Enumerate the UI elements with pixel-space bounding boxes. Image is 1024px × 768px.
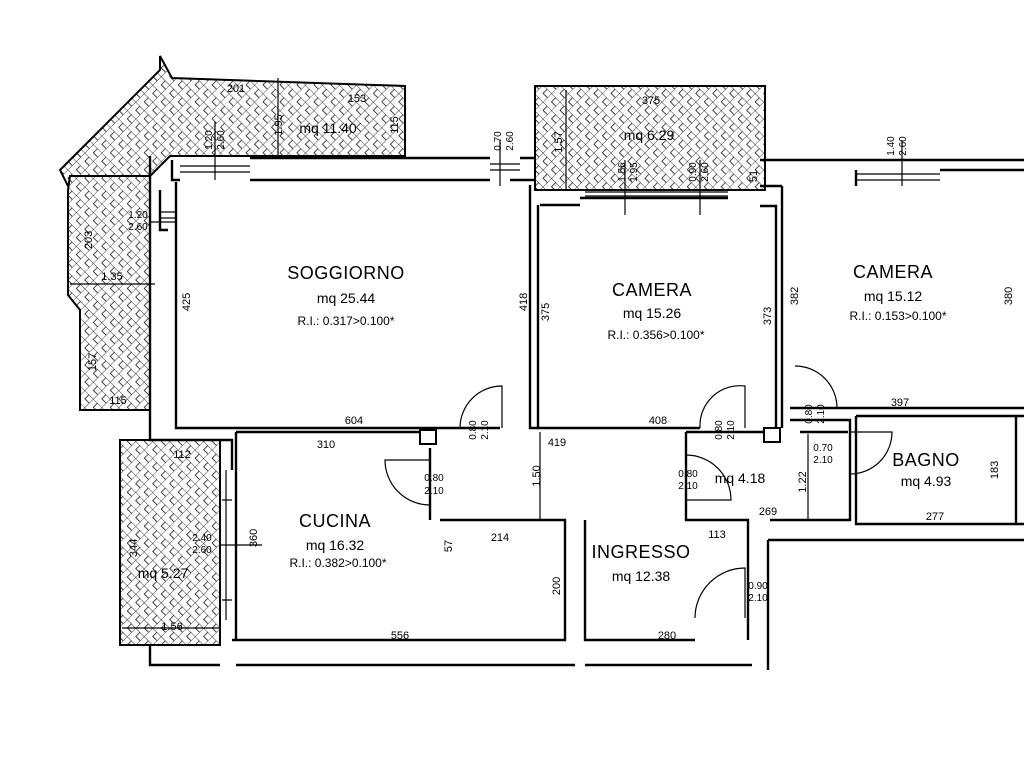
dim-382: 382 (789, 287, 801, 305)
dim-203: 203 (83, 231, 95, 249)
dim-375-top: 375 (642, 95, 660, 107)
terrace1-area: mq 11.40 (299, 120, 357, 136)
cucina-area: mq 16.32 (306, 537, 365, 553)
dim-360: 360 (248, 529, 260, 547)
window-1-height: 2.60 (216, 130, 227, 150)
ingresso-name: INGRESSO (591, 542, 690, 562)
dim-153: 153 (348, 93, 366, 105)
soggiorno-area: mq 25.44 (317, 290, 376, 306)
dimension-lines (70, 78, 903, 629)
dim-280: 280 (658, 630, 676, 642)
window-7-height: 2.60 (192, 545, 212, 556)
terrace-top-middle (534, 85, 766, 191)
dim-157: 1.57 (553, 131, 565, 152)
dim-112: 112 (173, 449, 191, 461)
door-2-size: 0.80 (424, 473, 444, 484)
window-3-height: 2.60 (128, 222, 148, 233)
dim-150: 1.50 (531, 465, 543, 486)
door-5-size: 0.80 (804, 404, 815, 424)
dim-269: 269 (759, 506, 777, 518)
dimension-labels: 201 153 115 1.95 375 1.57 203 1.35 157 1… (83, 83, 1015, 642)
camera2-ri: R.I.: 0.153>0.100* (849, 309, 946, 323)
window-2-height: 2.60 (505, 131, 516, 151)
windows (160, 163, 940, 620)
camera2-name: CAMERA (853, 262, 933, 282)
dim-408: 408 (649, 415, 667, 427)
window-4-size: 1.56 (617, 162, 628, 182)
camera1-ri: R.I.: 0.356>0.100* (607, 328, 704, 342)
dim-122: 1.22 (797, 471, 809, 492)
dim-214: 214 (491, 532, 509, 544)
dim-344: 344 (128, 539, 140, 557)
window-1-size: 1.20 (204, 130, 215, 150)
dim-397: 397 (891, 397, 909, 409)
camera1-area: mq 15.26 (623, 305, 682, 321)
door-2-height: 2.10 (424, 486, 444, 497)
door-1-size: 0.80 (468, 420, 479, 440)
dim-556: 556 (391, 630, 409, 642)
dim-277: 277 (926, 511, 944, 523)
bagno-area: mq 4.93 (901, 473, 952, 489)
dim-113: 113 (708, 529, 726, 541)
window-5-size: 0.90 (688, 162, 699, 182)
dim-375: 375 (540, 303, 552, 321)
door-5-height: 2.10 (816, 404, 827, 424)
dim-419: 419 (548, 437, 566, 449)
door-7-size: 0.90 (748, 581, 768, 592)
window-5-height: 2.60 (700, 162, 711, 182)
dim-310: 310 (317, 439, 335, 451)
dim-57: 57 (443, 540, 455, 552)
dim-201: 201 (227, 83, 245, 95)
terrace2-area: mq 6.29 (624, 127, 675, 143)
dim-115-left: 115 (109, 395, 127, 407)
door-7-height: 2.10 (748, 593, 768, 604)
window-4-height: 1.95 (629, 162, 640, 182)
doors (384, 365, 893, 619)
window-6-size: 1.40 (886, 136, 897, 156)
soggiorno-ri: R.I.: 0.317>0.100* (297, 314, 394, 328)
dim-115-top: 115 (389, 116, 401, 134)
opening-labels: 1.20 2.60 0.70 2.60 1.20 2.60 1.56 1.95 … (128, 130, 909, 604)
window-6-height: 2.60 (898, 136, 909, 156)
dim-373: 373 (762, 307, 774, 325)
dim-425: 425 (181, 293, 193, 311)
ingresso-area: mq 12.38 (612, 568, 671, 584)
dim-380: 380 (1003, 287, 1015, 305)
dim-135: 1.35 (101, 271, 122, 283)
disimpegno-area: mq 4.18 (715, 470, 766, 486)
door-3-size: 0.80 (714, 420, 725, 440)
dim-51: 51 (748, 170, 760, 182)
camera1-name: CAMERA (612, 280, 692, 300)
walls (148, 156, 1024, 670)
dim-183: 183 (989, 461, 1001, 479)
dim-418: 418 (518, 293, 530, 311)
dim-604: 604 (345, 415, 363, 427)
door-3-height: 2.10 (726, 420, 737, 440)
camera2-area: mq 15.12 (864, 288, 923, 304)
terrace3-area: mq 5.27 (138, 565, 189, 581)
door-4-height: 2.10 (678, 481, 698, 492)
door-1-height: 2.10 (480, 420, 491, 440)
door-4-size: 0.80 (678, 469, 698, 480)
window-7-size: 2.40 (192, 533, 212, 544)
window-2-size: 0.70 (493, 131, 504, 151)
terrace-bottom-left (119, 439, 221, 646)
bagno-name: BAGNO (892, 450, 960, 470)
cucina-name: CUCINA (299, 511, 371, 531)
dim-200: 200 (551, 577, 563, 595)
dim-157b: 157 (87, 353, 99, 371)
dim-195: 1.95 (273, 114, 285, 135)
soggiorno-name: SOGGIORNO (287, 263, 405, 283)
door-6-size: 0.70 (813, 443, 833, 454)
door-6-height: 2.10 (813, 455, 833, 466)
cucina-ri: R.I.: 0.382>0.100* (289, 556, 386, 570)
dim-156: 1.56 (161, 621, 182, 633)
window-3-size: 1.20 (128, 210, 148, 221)
